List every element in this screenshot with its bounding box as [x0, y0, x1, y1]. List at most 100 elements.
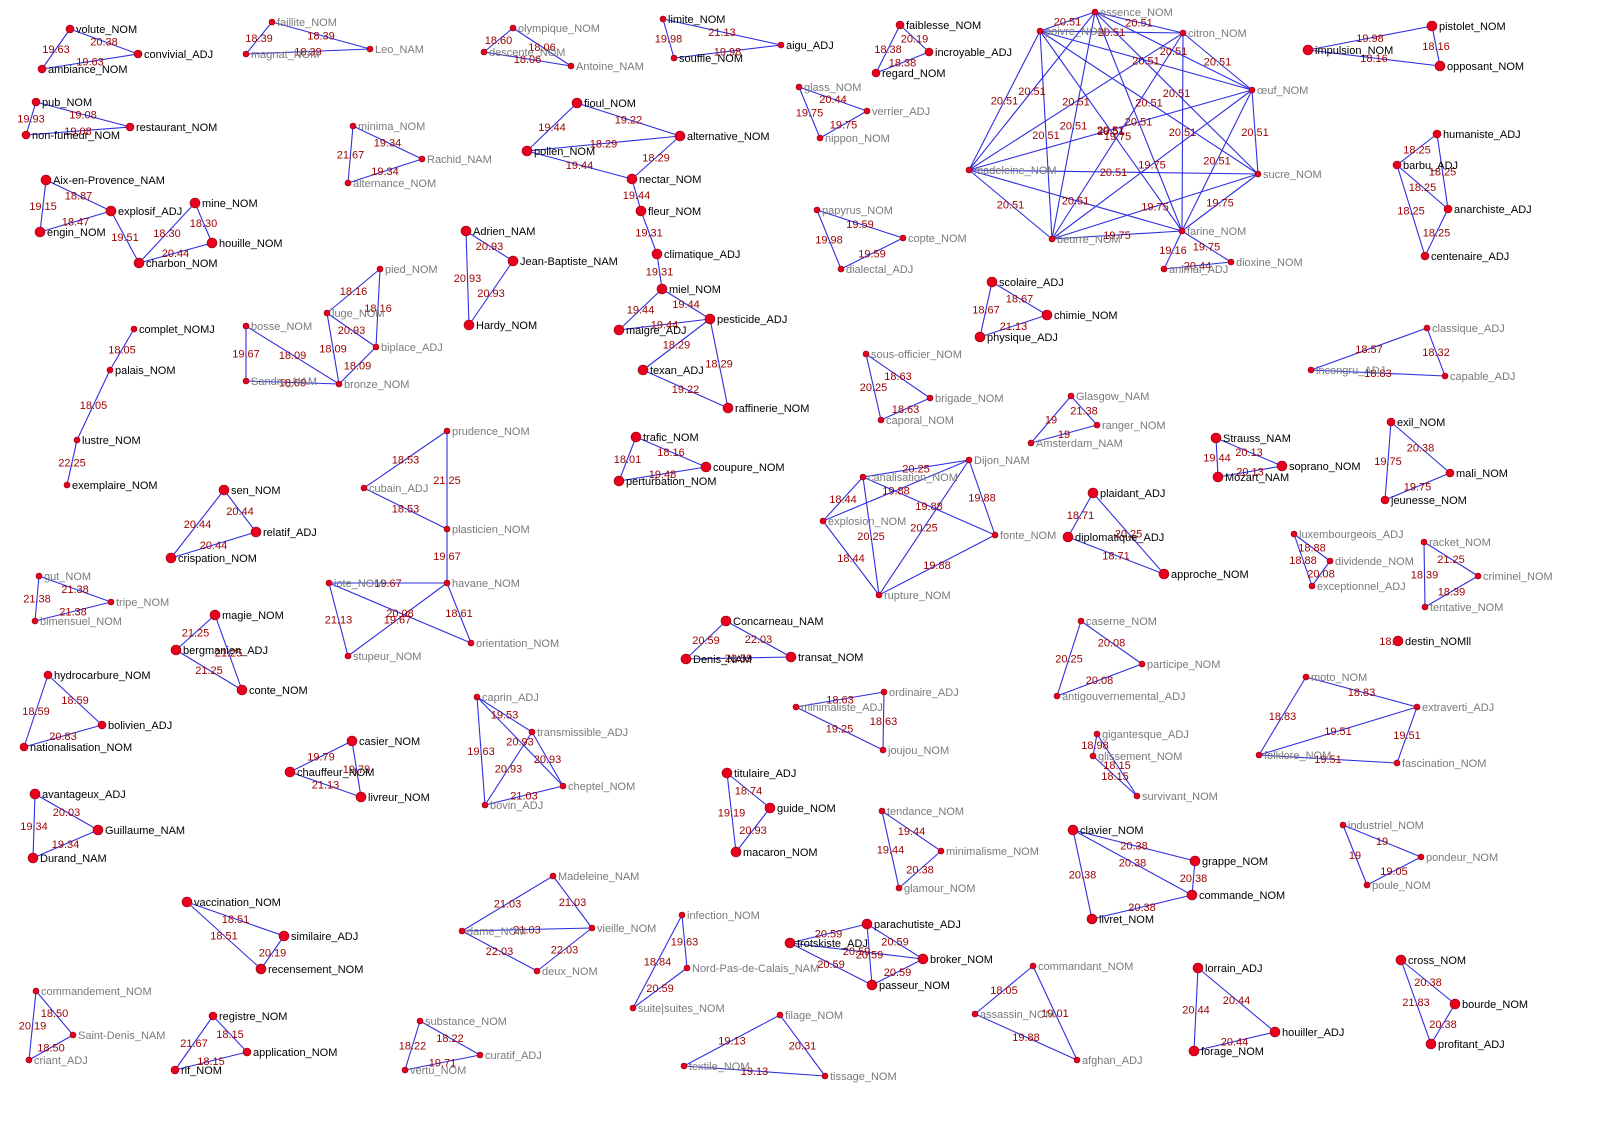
node-exemplaire[interactable]: exemplaire_NOM	[63, 480, 158, 492]
node-nationalisation[interactable]: nationalisation_NOM	[19, 742, 132, 754]
node-extraverti[interactable]: extraverti_ADJ	[1413, 702, 1494, 714]
node-approche[interactable]: approche_NOM	[1158, 568, 1249, 581]
node-jeanbaptiste[interactable]: Jean-Baptiste_NAM	[507, 255, 618, 268]
node-transmissible[interactable]: transmissible_ADJ	[528, 727, 628, 739]
node-dot[interactable]	[1326, 557, 1334, 565]
node-dot[interactable]	[877, 416, 885, 424]
node-dot[interactable]	[819, 517, 827, 525]
node-dot[interactable]	[1188, 1045, 1200, 1057]
node-exceptionnel[interactable]: exceptionnel_ADJ	[1308, 581, 1406, 593]
node-dot[interactable]	[476, 1051, 484, 1059]
node-dot[interactable]	[133, 257, 145, 269]
node-dot[interactable]	[418, 155, 426, 163]
node-dot[interactable]	[1186, 889, 1198, 901]
node-dot[interactable]	[1093, 730, 1101, 738]
node-dot[interactable]	[785, 651, 797, 663]
node-vieille[interactable]: vieille_NOM	[588, 923, 656, 935]
node-magie[interactable]: magie_NOM	[209, 609, 284, 622]
node-poule[interactable]: poule_NOM	[1363, 880, 1431, 892]
node-verrier[interactable]: verrier_ADJ	[863, 106, 930, 118]
node-dot[interactable]	[924, 47, 934, 57]
node-dot[interactable]	[1441, 372, 1449, 380]
node-nordpasdecalais[interactable]: Nord-Pas-de-Calais_NAM	[683, 963, 819, 975]
node-recensement[interactable]: recensement_NOM	[255, 963, 363, 976]
node-titulaire[interactable]: titulaire_ADJ	[721, 767, 796, 780]
node-dot[interactable]	[1029, 962, 1037, 970]
node-madeleine2[interactable]: Madeleine_NAM	[549, 871, 639, 883]
node-criant[interactable]: criant_ADJ	[25, 1055, 88, 1067]
node-nippon[interactable]: nippon_NOM	[816, 133, 890, 145]
node-adrien[interactable]: Adrien_NAM	[460, 225, 535, 238]
node-dot[interactable]	[965, 166, 973, 174]
node-dot[interactable]	[443, 525, 451, 533]
node-dot[interactable]	[1093, 421, 1101, 429]
node-broker[interactable]: broker_NOM	[917, 953, 993, 966]
node-sen[interactable]: sen_NOM	[218, 484, 281, 497]
node-dot[interactable]	[376, 265, 384, 273]
node-dot[interactable]	[467, 639, 475, 647]
node-gigantesque[interactable]: gigantesque_ADJ	[1093, 729, 1189, 741]
node-dot[interactable]	[971, 1010, 979, 1018]
node-dot[interactable]	[401, 1066, 409, 1074]
node-dot[interactable]	[1073, 1056, 1081, 1064]
node-dot[interactable]	[37, 64, 47, 74]
node-papyrus[interactable]: papyrus_NOM	[813, 205, 893, 217]
node-incroyable[interactable]: incroyable_ADJ	[924, 47, 1012, 59]
node-dot[interactable]	[637, 364, 649, 376]
node-diplomatique[interactable]: diplomatique_ADJ	[1062, 531, 1164, 544]
node-dot[interactable]	[443, 579, 451, 587]
node-dot[interactable]	[25, 1056, 33, 1064]
node-dot[interactable]	[1434, 60, 1446, 72]
node-dot[interactable]	[284, 766, 296, 778]
node-dot[interactable]	[880, 688, 888, 696]
node-substance[interactable]: substance_NOM	[416, 1016, 507, 1028]
node-curatif[interactable]: curatif_ADJ	[476, 1050, 542, 1062]
node-dot[interactable]	[1413, 703, 1421, 711]
node-classique[interactable]: classique_ADJ	[1423, 323, 1505, 335]
node-glass[interactable]: glass_NOM	[795, 82, 861, 94]
node-bovin[interactable]: bovin_ADJ	[481, 800, 543, 812]
node-dot[interactable]	[165, 552, 177, 564]
node-bourde[interactable]: bourde_NOM	[1449, 998, 1528, 1011]
node-dot[interactable]	[35, 572, 43, 580]
node-infection[interactable]: infection_NOM	[678, 910, 760, 922]
node-dot[interactable]	[813, 206, 821, 214]
node-minima[interactable]: minima_NOM	[349, 121, 425, 133]
node-dot[interactable]	[65, 24, 75, 34]
node-suite[interactable]: suite|suites_NOM	[629, 1003, 725, 1015]
node-dot[interactable]	[1048, 235, 1056, 243]
node-dot[interactable]	[700, 461, 712, 473]
node-dot[interactable]	[1077, 617, 1085, 625]
node-dot[interactable]	[92, 824, 104, 836]
node-dot[interactable]	[278, 930, 290, 942]
node-dot[interactable]	[372, 343, 380, 351]
node-dot[interactable]	[776, 1011, 784, 1019]
node-dot[interactable]	[473, 693, 481, 701]
node-vaccination[interactable]: vaccination_NOM	[181, 896, 281, 909]
node-dot[interactable]	[463, 319, 475, 331]
node-caporal[interactable]: caporal_NOM	[877, 415, 954, 427]
node-dot[interactable]	[1041, 309, 1053, 321]
node-barbu[interactable]: barbu_ADJ	[1392, 160, 1458, 172]
node-dot[interactable]	[965, 456, 973, 464]
node-dot[interactable]	[1179, 29, 1187, 37]
node-houille[interactable]: houille_NOM	[206, 237, 283, 250]
node-pesticide[interactable]: pesticide_ADJ	[704, 313, 787, 326]
node-dot[interactable]	[458, 927, 466, 935]
node-dot[interactable]	[559, 782, 567, 790]
node-dot[interactable]	[635, 205, 647, 217]
node-fleur[interactable]: fleur_NOM	[635, 205, 701, 218]
node-dot[interactable]	[170, 1065, 180, 1075]
node-luge[interactable]: luge_NOM	[323, 308, 385, 320]
node-dot[interactable]	[32, 987, 40, 995]
node-dot[interactable]	[189, 197, 201, 209]
node-caprin[interactable]: caprin_ADJ	[473, 692, 539, 704]
node-essence[interactable]: essence_NOM	[1091, 7, 1173, 19]
node-dot[interactable]	[27, 852, 39, 864]
node-moto[interactable]: moto_NOM	[1302, 672, 1367, 684]
node-chimie[interactable]: chimie_NOM	[1041, 309, 1118, 322]
node-dot[interactable]	[1393, 759, 1401, 767]
node-dot[interactable]	[107, 598, 115, 606]
node-dialectal[interactable]: dialectal_ADJ	[837, 264, 913, 276]
node-dot[interactable]	[1248, 86, 1256, 94]
